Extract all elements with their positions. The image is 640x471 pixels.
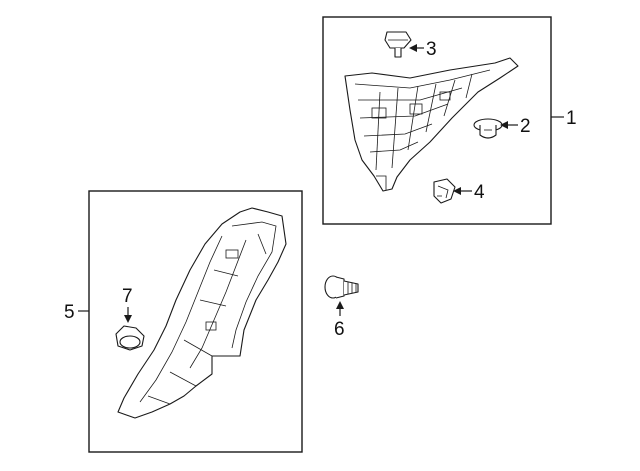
part-4-bracket-clip: [433, 178, 456, 204]
callout-1: 1: [566, 108, 577, 129]
part-7-grommet-clip: [115, 325, 145, 351]
part-3-retainer-clip: [384, 31, 412, 58]
part-5-lower-trim-panel: [117, 207, 287, 419]
leader-4: [453, 187, 472, 195]
part-2-push-clip: [473, 118, 503, 139]
leader-6: [336, 301, 344, 316]
part-6-bolt: [324, 275, 359, 299]
callout-5: 5: [64, 302, 75, 323]
leader-7: [124, 307, 132, 323]
leader-3: [409, 44, 424, 52]
callout-2: 2: [520, 116, 531, 137]
part-1-group-box: [322, 16, 552, 225]
callout-7: 7: [122, 286, 133, 307]
callout-3: 3: [426, 39, 437, 60]
part-1-quarter-trim-panel: [344, 57, 519, 192]
part-5-group-box: [88, 190, 303, 453]
leader-2: [500, 121, 518, 129]
callout-6: 6: [334, 319, 345, 340]
callout-4: 4: [474, 182, 485, 203]
